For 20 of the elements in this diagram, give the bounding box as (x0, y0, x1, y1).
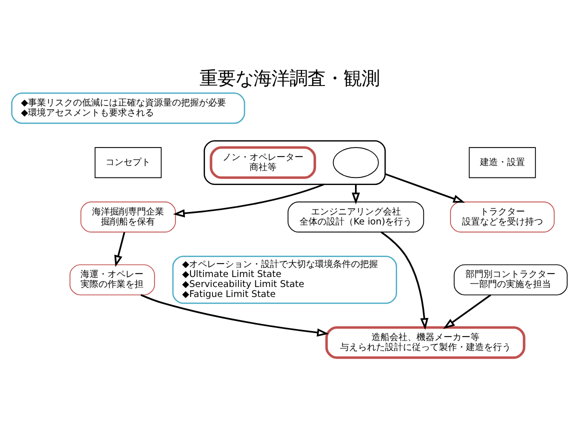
arrow (380, 231, 428, 330)
node-box: 海洋掘削専門企業 掘削船を保有 (80, 202, 176, 232)
node-box: ノン・オペレーター 商社等 (210, 146, 316, 179)
node-box: ◆オペレーション・設計で大切な環境条件の把握 ◆Ultimate Limit State ◆Serviceability Limit State ◆Fatigue Limit State (172, 256, 398, 304)
node-box: 造船会社、機器メーカー等 与えられた設計に従って製作・建造を行う (325, 326, 526, 359)
node-box: エンジニアリング会社 全体の設計（Ke ion)を行う (288, 202, 424, 232)
node-box: 部門別コントラクター 一部門の実施を担当 (454, 264, 568, 296)
arrow (443, 294, 492, 329)
node-box: トラクター 設置などを受け持つ (450, 202, 555, 232)
arrow (384, 173, 466, 203)
node-box: 建造・設置 (468, 147, 536, 178)
arrow (114, 232, 126, 268)
node-box: ◆事業リスクの低減には正確な資源量の把握が必要 ◆環境アセスメントも要求される (11, 92, 246, 124)
node-box: コンセプト (94, 147, 162, 178)
node-box: 海運・オペレー 実際の作業を担 (70, 264, 155, 296)
node-ellipse (332, 147, 379, 178)
arrow (172, 184, 324, 218)
diagram-title: 重要な海洋調査・観測 (200, 68, 380, 90)
cluster (204, 140, 386, 185)
arrow (140, 294, 329, 337)
